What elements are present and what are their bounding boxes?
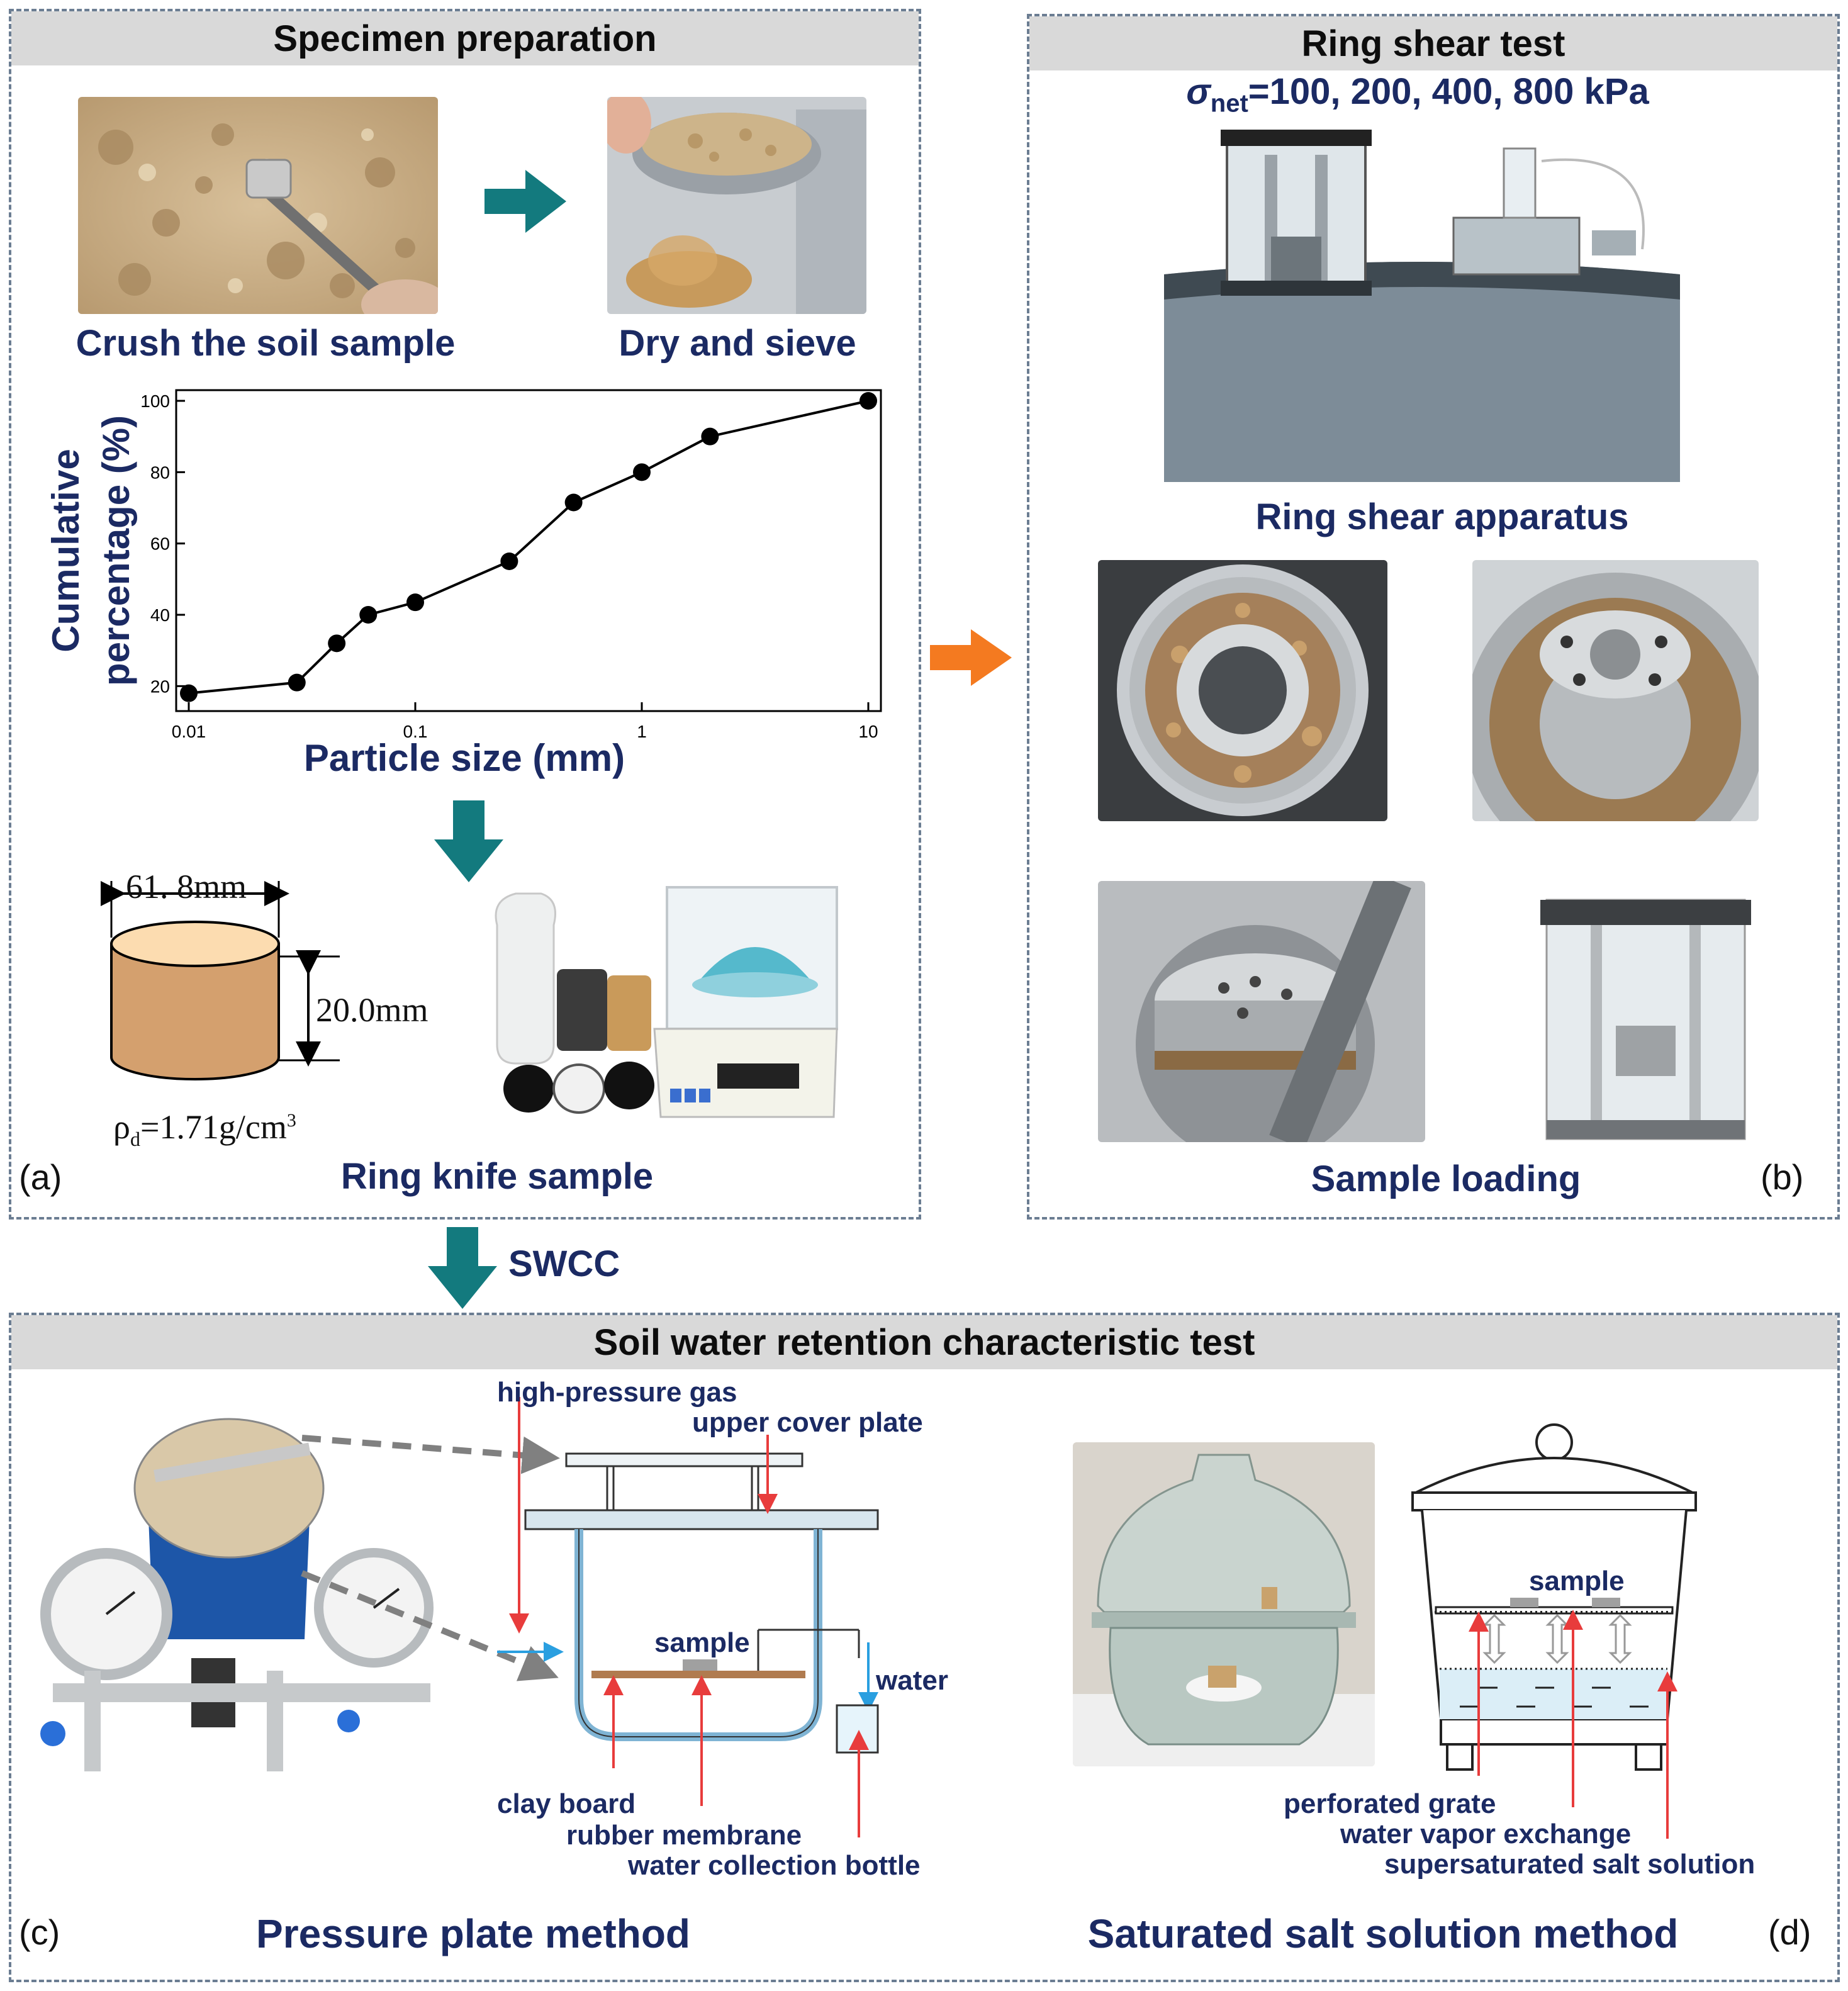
y-axis-label-line1: Cumulative [45, 449, 87, 652]
data-point [860, 392, 877, 410]
teal-right-arrow [484, 170, 566, 233]
crush-label: Crush the soil sample [76, 323, 456, 364]
ring-knife-label: Ring knife sample [340, 1156, 654, 1197]
pressure-plate-diagram [301, 1397, 879, 1837]
series-line [188, 400, 869, 695]
y-tick-label: 60 [150, 534, 170, 554]
label-high-pressure-gas: high-pressure gas [497, 1377, 737, 1408]
pressure-plate-photo [21, 1406, 437, 1784]
salt-solution-diagram [1411, 1423, 1697, 1839]
swcc-label: SWCC [508, 1243, 620, 1284]
panel-cd: Soil water retention characteristic test [9, 1313, 1840, 1982]
crush-soil-photo [78, 97, 438, 314]
dry-sieve-photo [607, 97, 866, 314]
ring-knife-cylinder [101, 881, 340, 1080]
height-label: 20.0mm [316, 991, 428, 1029]
panel-b-header: Ring shear test [1029, 16, 1837, 70]
sample-loading-photo-1 [1098, 560, 1387, 821]
label-rubber-membrane: rubber membrane [566, 1820, 802, 1851]
tag-c: (c) [19, 1912, 60, 1952]
sample-loading-label: Sample loading [1311, 1158, 1581, 1199]
sample-loading-photo-3 [1098, 881, 1425, 1142]
y-tick-label: 100 [140, 391, 170, 411]
dry-sieve-label: Dry and sieve [619, 323, 856, 364]
dashed-pointer-bottom [301, 1570, 559, 1681]
panel-a-header: Specimen preparation [11, 11, 919, 65]
label-sample-c: sample [654, 1627, 750, 1658]
sample-loading-photo-2 [1472, 560, 1759, 821]
x-axis-label: Particle size (mm) [304, 737, 625, 779]
label-upper-cover-plate: upper cover plate [692, 1407, 923, 1438]
data-point [564, 493, 583, 512]
sample-loading-photo-4 [1540, 881, 1751, 1142]
panel-a: Specimen preparation [9, 9, 921, 1220]
x-tick-label: 10 [858, 722, 878, 741]
apparatus-label: Ring shear apparatus [1255, 496, 1629, 537]
data-point [633, 463, 651, 481]
label-water-collection-bottle: water collection bottle [628, 1850, 921, 1881]
data-point [328, 634, 346, 653]
y-tick-label: 80 [150, 463, 170, 482]
sigma-net-label: σnet=100, 200, 400, 800 kPa [1186, 70, 1649, 118]
teal-down-arrow [434, 800, 503, 882]
data-point [359, 606, 378, 624]
data-point [180, 684, 198, 702]
y-axis-label-line2: percentage (%) [95, 415, 137, 686]
label-sample-d: sample [1529, 1566, 1625, 1596]
panel-cd-header: Soil water retention characteristic test [11, 1315, 1837, 1369]
label-water-vapor-exchange: water vapor exchange [1340, 1819, 1632, 1849]
tag-d: (d) [1768, 1912, 1812, 1952]
y-tick-label: 40 [150, 605, 170, 625]
label-clay-board: clay board [497, 1788, 636, 1819]
sigma-values: =100, 200, 400, 800 kPa [1248, 71, 1649, 112]
ring-knife-equipment-photo [484, 875, 843, 1126]
x-tick-label: 0.01 [172, 722, 206, 741]
particle-size-chart: Cumulative percentage (%) Particle size … [45, 389, 882, 779]
diameter-label: 61. 8mm [126, 868, 247, 906]
label-perforated-grate: perforated grate [1284, 1788, 1496, 1819]
salt-solution-method-label: Saturated salt solution method [1087, 1911, 1679, 1956]
sigma-subscript: net [1210, 89, 1248, 118]
data-point [701, 427, 719, 446]
density-label: ρd=1.71g/cm3 [113, 1108, 296, 1150]
label-water: water [876, 1665, 948, 1696]
swcc-down-arrow [428, 1227, 497, 1309]
sigma-symbol: σ [1186, 71, 1211, 112]
orange-right-arrow [930, 629, 1012, 686]
data-point [500, 552, 518, 570]
y-tick-label: 20 [150, 676, 170, 696]
tag-a: (a) [19, 1157, 62, 1197]
panel-b: Ring shear test [1027, 14, 1840, 1220]
x-tick-label: 0.1 [403, 722, 428, 741]
data-point [288, 673, 306, 692]
label-supersaturated-salt-solution: supersaturated salt solution [1384, 1849, 1756, 1880]
data-point [406, 593, 424, 612]
desiccator-photo [1073, 1442, 1375, 1766]
x-tick-label: 1 [637, 722, 647, 741]
pressure-plate-method-label: Pressure plate method [256, 1911, 690, 1956]
chart-frame [175, 389, 882, 712]
ring-shear-apparatus-photo [1151, 123, 1693, 482]
dashed-pointer-top [301, 1435, 560, 1474]
tag-b: (b) [1761, 1157, 1804, 1197]
